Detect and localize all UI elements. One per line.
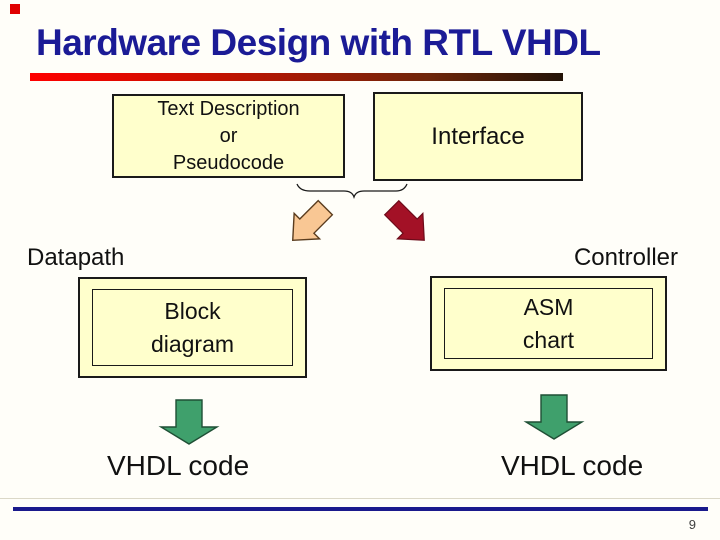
asm-chart-line: chart [522, 326, 575, 353]
underbrace-icon [296, 183, 408, 200]
text-description-line: or [219, 124, 238, 147]
asm-chart-box-inner: ASM chart [444, 288, 653, 359]
text-description-box: Text Description or Pseudocode [112, 94, 345, 178]
block-diagram-box: Block diagram [78, 277, 307, 378]
asm-chart-line: ASM [523, 293, 574, 320]
page-number: 9 [688, 517, 696, 532]
corner-accent-square [10, 4, 20, 14]
title-divider-gradient [30, 73, 563, 81]
green-down-arrow-right-icon [523, 394, 585, 440]
bent-arrow-down-right-icon [383, 199, 425, 241]
asm-chart-box: ASM chart [430, 276, 667, 371]
text-description-line: Pseudocode [172, 151, 285, 174]
block-diagram-line: Block [164, 297, 221, 324]
page-title: Hardware Design with RTL VHDL [36, 22, 601, 63]
text-description-line: Text Description [157, 97, 300, 120]
block-diagram-box-inner: Block diagram [92, 289, 293, 366]
controller-label: Controller [573, 244, 678, 271]
datapath-label: Datapath [27, 244, 125, 271]
bent-arrow-down-left-icon [291, 199, 334, 242]
block-diagram-line: diagram [150, 330, 235, 357]
interface-box: Interface [373, 92, 583, 181]
footer-navy-divider [13, 507, 708, 511]
footer-thin-divider [0, 498, 720, 499]
vhdl-code-label-right: VHDL code [501, 450, 644, 481]
interface-label: Interface [431, 122, 525, 150]
vhdl-code-label-left: VHDL code [107, 450, 250, 481]
green-down-arrow-left-icon [158, 399, 220, 445]
